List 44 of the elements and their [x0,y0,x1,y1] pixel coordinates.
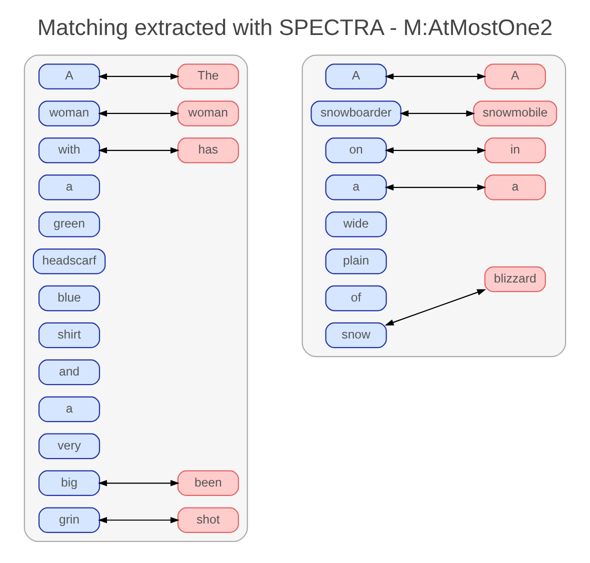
node-box: has [177,138,239,164]
node-box: grin [38,507,100,533]
node-box: A [325,64,387,90]
node-box: snowboarder [310,100,402,126]
node-box: on [325,138,387,164]
node-box: been [177,470,239,496]
node-box: shirt [38,322,100,348]
arrow [98,147,180,154]
arrow [384,73,486,80]
node-box: a [38,174,100,200]
node-box: in [484,138,546,164]
cluster [302,54,566,358]
node-box: green [38,211,100,238]
node-box: blizzard [484,266,546,292]
node-box: The [177,64,239,90]
node-box: plain [325,248,387,274]
arrow [98,110,180,117]
node-box: of [325,285,387,312]
node-box: blue [38,285,100,312]
arrow [384,184,486,191]
node-box: woman [38,100,100,126]
node-box: snow [325,322,387,348]
node-box: woman [177,100,239,126]
node-box: A [484,64,546,90]
node-box: snowmobile [473,100,558,126]
node-box: shot [177,507,239,533]
arrow [384,147,486,154]
node-box: a [484,174,546,200]
node-box: headscarf [32,248,106,274]
arrow [400,110,476,117]
node-box: with [38,138,100,164]
node-box: A [38,64,100,90]
node-box: big [38,470,100,496]
arrow [98,480,180,486]
node-box: and [38,359,100,386]
arrow [384,289,486,326]
node-box: very [38,433,100,460]
diagram-title: Matching extracted with SPECTRA - M:AtMostOne2 [37,15,553,40]
node-box: a [325,174,387,200]
arrow [98,516,180,524]
node-box: wide [325,211,387,238]
node-box: a [38,396,100,422]
arrow [98,73,180,80]
cluster [24,54,248,542]
